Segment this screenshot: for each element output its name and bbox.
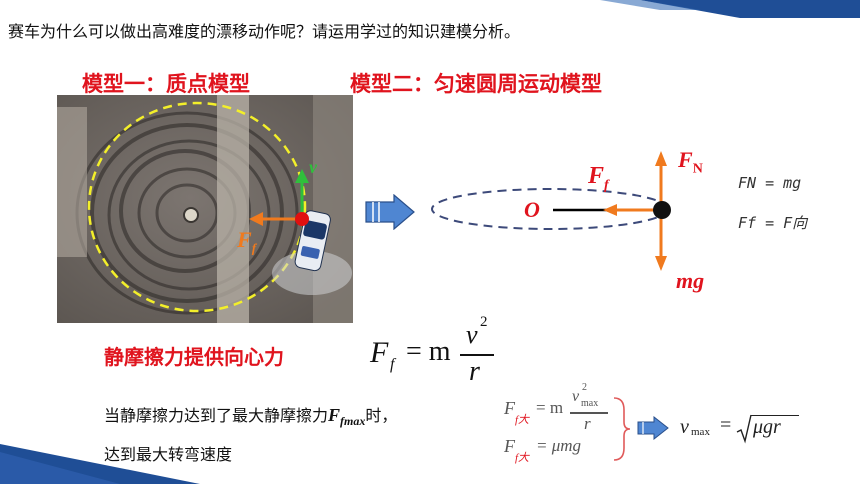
max-friction-F: F: [328, 405, 341, 425]
max-formula-2-rhs: = μmg: [536, 436, 582, 455]
max-speed-formula: v max = μgr: [680, 414, 820, 448]
max-formula-2-lhs-sub: f大: [515, 452, 530, 464]
max-friction-sub: fmax: [340, 414, 366, 429]
max-formula-1-num: v: [572, 388, 580, 405]
result-arrow-icon: [637, 416, 669, 440]
question-text: 赛车为什么可以做出高难度的漂移动作呢？请运用学过的知识建模分析。: [8, 22, 521, 41]
gravity-label: mg: [676, 268, 705, 293]
formula-num-sup: 2: [480, 314, 488, 330]
diagram-friction-sub: f: [604, 177, 609, 193]
formula-fraction-bar: [460, 354, 494, 356]
normal-force-letter: F: [678, 147, 693, 172]
formula-den: r: [469, 356, 480, 387]
formula-lhs-sub: f: [390, 356, 395, 373]
max-formula-1-num-sub: max: [581, 398, 599, 409]
diagram-friction-label: Ff: [588, 163, 609, 194]
velocity-label: v: [309, 157, 317, 177]
max-formula-1-bar: [570, 412, 608, 414]
sqrt-icon: [736, 414, 752, 444]
sqrt-bar: [751, 415, 799, 417]
max-formula-1-den: r: [584, 414, 591, 433]
max-speed-radicand: μgr: [753, 416, 781, 438]
max-formula-1: F f大 = m v 2 max r: [504, 382, 614, 440]
formula-lhs: F: [370, 336, 389, 369]
drift-photo-drawing: [57, 95, 353, 323]
max-friction-text-1: 当静摩擦力达到了最大静摩擦力: [104, 406, 329, 425]
max-speed-eq: =: [720, 414, 732, 436]
circular-motion-diagram: [431, 151, 671, 271]
max-formula-1-num-sup: 2: [582, 382, 587, 393]
centripetal-formula: F f = m v 2 r: [370, 314, 510, 387]
photo-friction-sub: f: [251, 240, 257, 256]
formula-num: v: [466, 320, 478, 349]
normal-force-label: FN: [678, 147, 703, 177]
photo-friction-label: Ff: [237, 227, 256, 256]
transition-arrow-icon: [365, 194, 415, 230]
max-formula-2: F f大 = μmg: [504, 436, 614, 466]
max-formula-1-lhs: F: [504, 398, 515, 418]
max-friction-text: 当静摩擦力达到了最大静摩擦力Ffmax时，: [104, 402, 397, 429]
max-speed-lhs-sub: max: [691, 426, 710, 438]
max-speed-text: 达到最大转弯速度: [104, 445, 233, 464]
header-banner: [600, 0, 860, 18]
diagram-friction-letter: F: [588, 163, 605, 189]
max-friction-text-2: 时，: [365, 406, 398, 425]
handwritten-note-2: Ff = F向: [738, 214, 808, 232]
max-formula-1-eq: = m: [536, 398, 564, 417]
max-speed-lhs: v: [680, 416, 689, 438]
drift-photo: v Ff: [57, 95, 353, 323]
model1-title: 模型一：质点模型: [82, 72, 250, 96]
max-formula-1-lhs-sub: f大: [515, 414, 530, 426]
photo-friction-letter: F: [237, 227, 252, 252]
formula-eq: = m: [406, 336, 451, 367]
center-label: O: [524, 197, 540, 222]
conclusion-text: 静摩擦力提供向心力: [104, 345, 284, 369]
max-formula-2-lhs: F: [504, 436, 515, 456]
footer-banner: [0, 444, 200, 484]
normal-force-sub: N: [692, 161, 703, 177]
model2-title: 模型二：匀速圆周运动模型: [350, 72, 602, 96]
handwritten-note-1: FN = mg: [738, 174, 802, 192]
brace-icon: [613, 397, 631, 461]
